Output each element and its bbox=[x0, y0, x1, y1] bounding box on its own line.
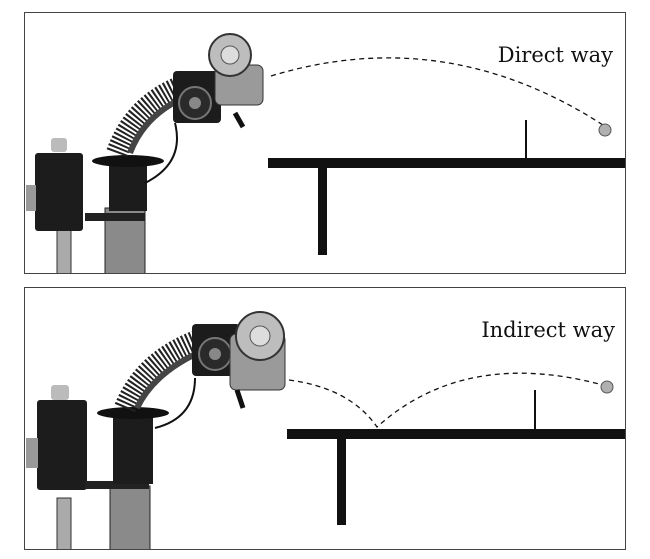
direct-way-illustration bbox=[26, 33, 625, 273]
ball bbox=[600, 380, 614, 394]
indirect-way-label: Indirect way bbox=[481, 318, 615, 342]
table bbox=[268, 120, 625, 255]
direct-trajectory bbox=[270, 57, 604, 126]
direct-way-label: Direct way bbox=[497, 43, 613, 67]
direct-way-panel: Direct way bbox=[24, 12, 626, 274]
net bbox=[534, 390, 536, 429]
net bbox=[525, 120, 527, 158]
ball-robot bbox=[26, 311, 286, 549]
indirect-way-illustration bbox=[26, 311, 625, 549]
indirect-way-panel: Indirect way bbox=[24, 287, 626, 550]
ball bbox=[598, 123, 612, 137]
table bbox=[287, 390, 625, 525]
ball-robot bbox=[26, 33, 264, 273]
indirect-trajectory bbox=[288, 372, 604, 428]
